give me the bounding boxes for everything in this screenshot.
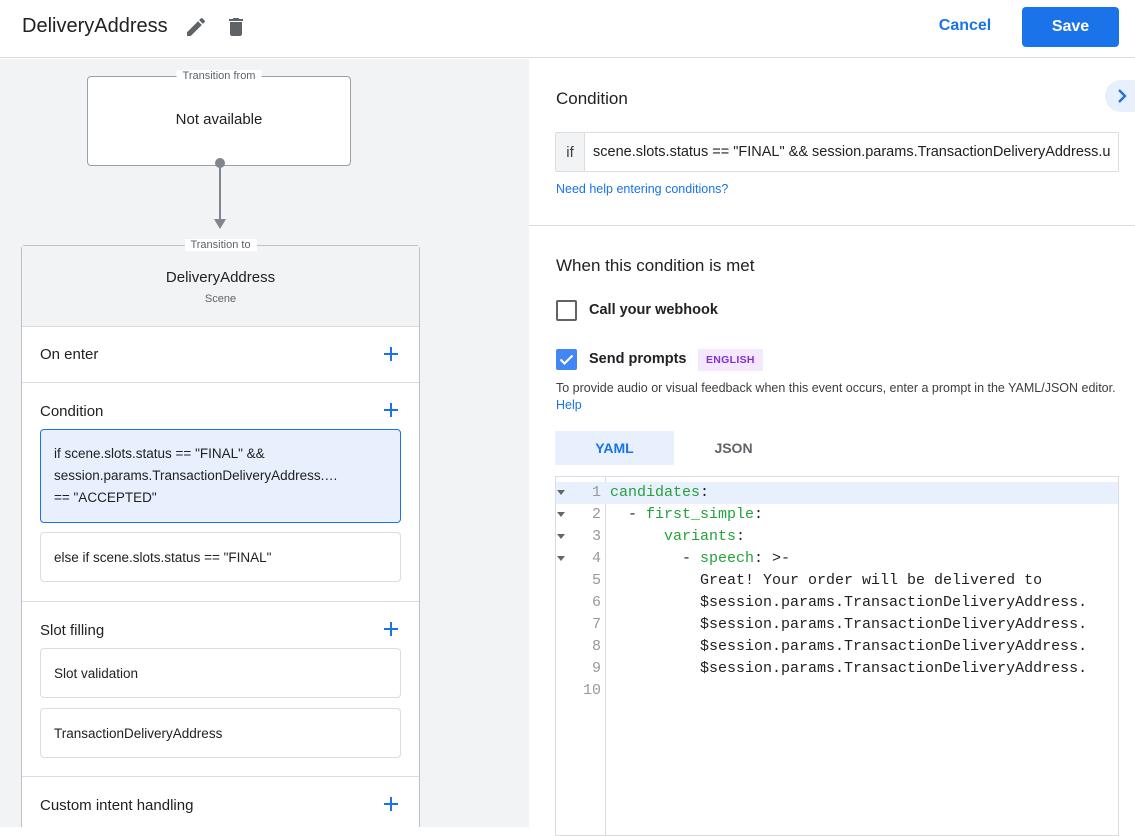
code-text: $session.params.TransactionDeliveryAddre… — [610, 638, 1088, 655]
line-number: 10 — [582, 682, 601, 699]
send-prompts-checkbox[interactable] — [556, 349, 577, 370]
fold-arrow-icon[interactable] — [557, 556, 565, 561]
language-badge: ENGLISH — [698, 349, 763, 371]
webhook-checkbox[interactable] — [556, 300, 577, 321]
description-text: To provide audio or visual feedback when… — [556, 381, 1116, 395]
connector-arrow-icon — [214, 219, 226, 229]
condition-editor-panel: Condition if Need help entering conditio… — [529, 59, 1135, 836]
chevron-right-icon — [1118, 89, 1127, 103]
connector-dot — [215, 158, 225, 168]
scene-flow-panel: Transition from Not available Transition… — [0, 59, 529, 827]
webhook-label: Call your webhook — [589, 302, 718, 318]
section-title: Slot filling — [40, 622, 105, 639]
top-bar: DeliveryAddress Cancel Save — [0, 0, 1135, 58]
condition-title: Condition — [556, 89, 628, 108]
code-text: Great! Your order will be delivered to — [610, 572, 1043, 589]
line-number: 7 — [591, 616, 601, 633]
condition-help-link[interactable]: Need help entering conditions? — [556, 182, 729, 196]
page-title: DeliveryAddress — [22, 15, 168, 37]
trash-icon[interactable] — [224, 15, 248, 39]
add-condition-icon[interactable] — [383, 402, 399, 418]
condition-field: if — [555, 132, 1119, 172]
slot-card-label: TransactionDeliveryAddress — [54, 726, 223, 741]
section-on-enter[interactable]: On enter — [22, 327, 419, 383]
condition-line: session.params.TransactionDeliveryAddres… — [54, 468, 338, 483]
collapse-panel-button[interactable] — [1105, 80, 1135, 112]
condition-card-else-if[interactable]: else if scene.slots.status == "FINAL" — [40, 532, 401, 582]
code-text: $session.params.TransactionDeliveryAddre… — [610, 660, 1088, 677]
editor-line: 3 variants: — [556, 526, 1118, 548]
code-text: $session.params.TransactionDeliveryAddre… — [610, 616, 1088, 633]
fold-arrow-icon[interactable] — [557, 512, 565, 517]
section-custom-intent[interactable]: Custom intent handling — [22, 777, 419, 827]
checkmark-icon — [559, 354, 574, 366]
condition-input[interactable] — [585, 133, 1118, 171]
scene-header[interactable]: Transition to DeliveryAddress Scene — [22, 239, 419, 327]
section-title: Custom intent handling — [40, 797, 194, 814]
add-slot-icon[interactable] — [383, 621, 399, 637]
condition-met-title: When this condition is met — [556, 256, 755, 275]
fold-arrow-icon[interactable] — [557, 534, 565, 539]
editor-line: 5 Great! Your order will be delivered to — [556, 570, 1118, 592]
transition-to-box: Transition to DeliveryAddress Scene On e… — [21, 239, 420, 827]
prompt-description: To provide audio or visual feedback when… — [556, 380, 1116, 414]
editor-line: 7 $session.params.TransactionDeliveryAdd… — [556, 614, 1118, 636]
section-title: Condition — [40, 403, 104, 420]
section-slot-filling: Slot filling Slot validation Transaction… — [22, 602, 419, 777]
tab-yaml[interactable]: YAML — [555, 431, 674, 465]
editor-line: 1 candidates: — [556, 482, 1118, 504]
editor-line: 2 - first_simple: — [556, 504, 1118, 526]
slot-card[interactable]: TransactionDeliveryAddress — [40, 708, 401, 758]
tab-json[interactable]: JSON — [714, 440, 753, 456]
transition-to-label: Transition to — [184, 239, 257, 251]
code-text: - speech: >- — [610, 550, 791, 567]
editor-line: 6 $session.params.TransactionDeliveryAdd… — [556, 592, 1118, 614]
condition-card-if[interactable]: if scene.slots.status == "FINAL" && sess… — [40, 429, 401, 523]
transition-from-box: Transition from Not available — [87, 70, 351, 166]
line-number: 8 — [591, 638, 601, 655]
add-on-enter-icon[interactable] — [383, 346, 399, 362]
code-text: $session.params.TransactionDeliveryAddre… — [610, 594, 1088, 611]
pencil-icon[interactable] — [184, 15, 208, 39]
line-number: 6 — [591, 594, 601, 611]
cancel-button[interactable]: Cancel — [938, 17, 992, 34]
line-number: 2 — [591, 506, 601, 523]
line-number: 1 — [591, 484, 601, 501]
section-condition: Condition if scene.slots.status == "FINA… — [22, 383, 419, 602]
section-title: On enter — [40, 346, 99, 363]
transition-from-label: Transition from — [176, 70, 262, 82]
add-intent-icon[interactable] — [383, 796, 399, 812]
yaml-editor[interactable]: 1 candidates: 2 - first_simple: 3 varian… — [555, 476, 1119, 836]
code-text: - first_simple: — [610, 506, 764, 523]
condition-line: == "ACCEPTED" — [54, 490, 157, 505]
editor-line: 10 — [556, 680, 1118, 702]
slot-validation-card[interactable]: Slot validation — [40, 648, 401, 698]
flow-connector — [219, 166, 221, 220]
editor-line: 4 - speech: >- — [556, 548, 1118, 570]
condition-line: if scene.slots.status == "FINAL" && — [54, 446, 265, 461]
save-button[interactable]: Save — [1022, 7, 1119, 47]
line-number: 3 — [591, 528, 601, 545]
condition-line: else if scene.slots.status == "FINAL" — [54, 550, 272, 565]
fold-arrow-icon[interactable] — [557, 490, 565, 495]
scene-type: Scene — [204, 293, 237, 305]
editor-line: 9 $session.params.TransactionDeliveryAdd… — [556, 658, 1118, 680]
slot-card-label: Slot validation — [54, 666, 139, 681]
divider — [529, 225, 1135, 226]
line-number: 9 — [591, 660, 601, 677]
transition-from-value: Not available — [175, 111, 263, 128]
editor-line: 8 $session.params.TransactionDeliveryAdd… — [556, 636, 1118, 658]
line-number: 5 — [591, 572, 601, 589]
code-text: variants: — [664, 528, 746, 545]
help-link[interactable]: Help — [556, 398, 582, 412]
scene-name: DeliveryAddress — [165, 269, 276, 286]
send-prompts-label: Send prompts — [589, 351, 687, 367]
line-number: 4 — [591, 550, 601, 567]
code-text: candidates: — [610, 484, 710, 501]
if-prefix: if — [556, 133, 585, 171]
